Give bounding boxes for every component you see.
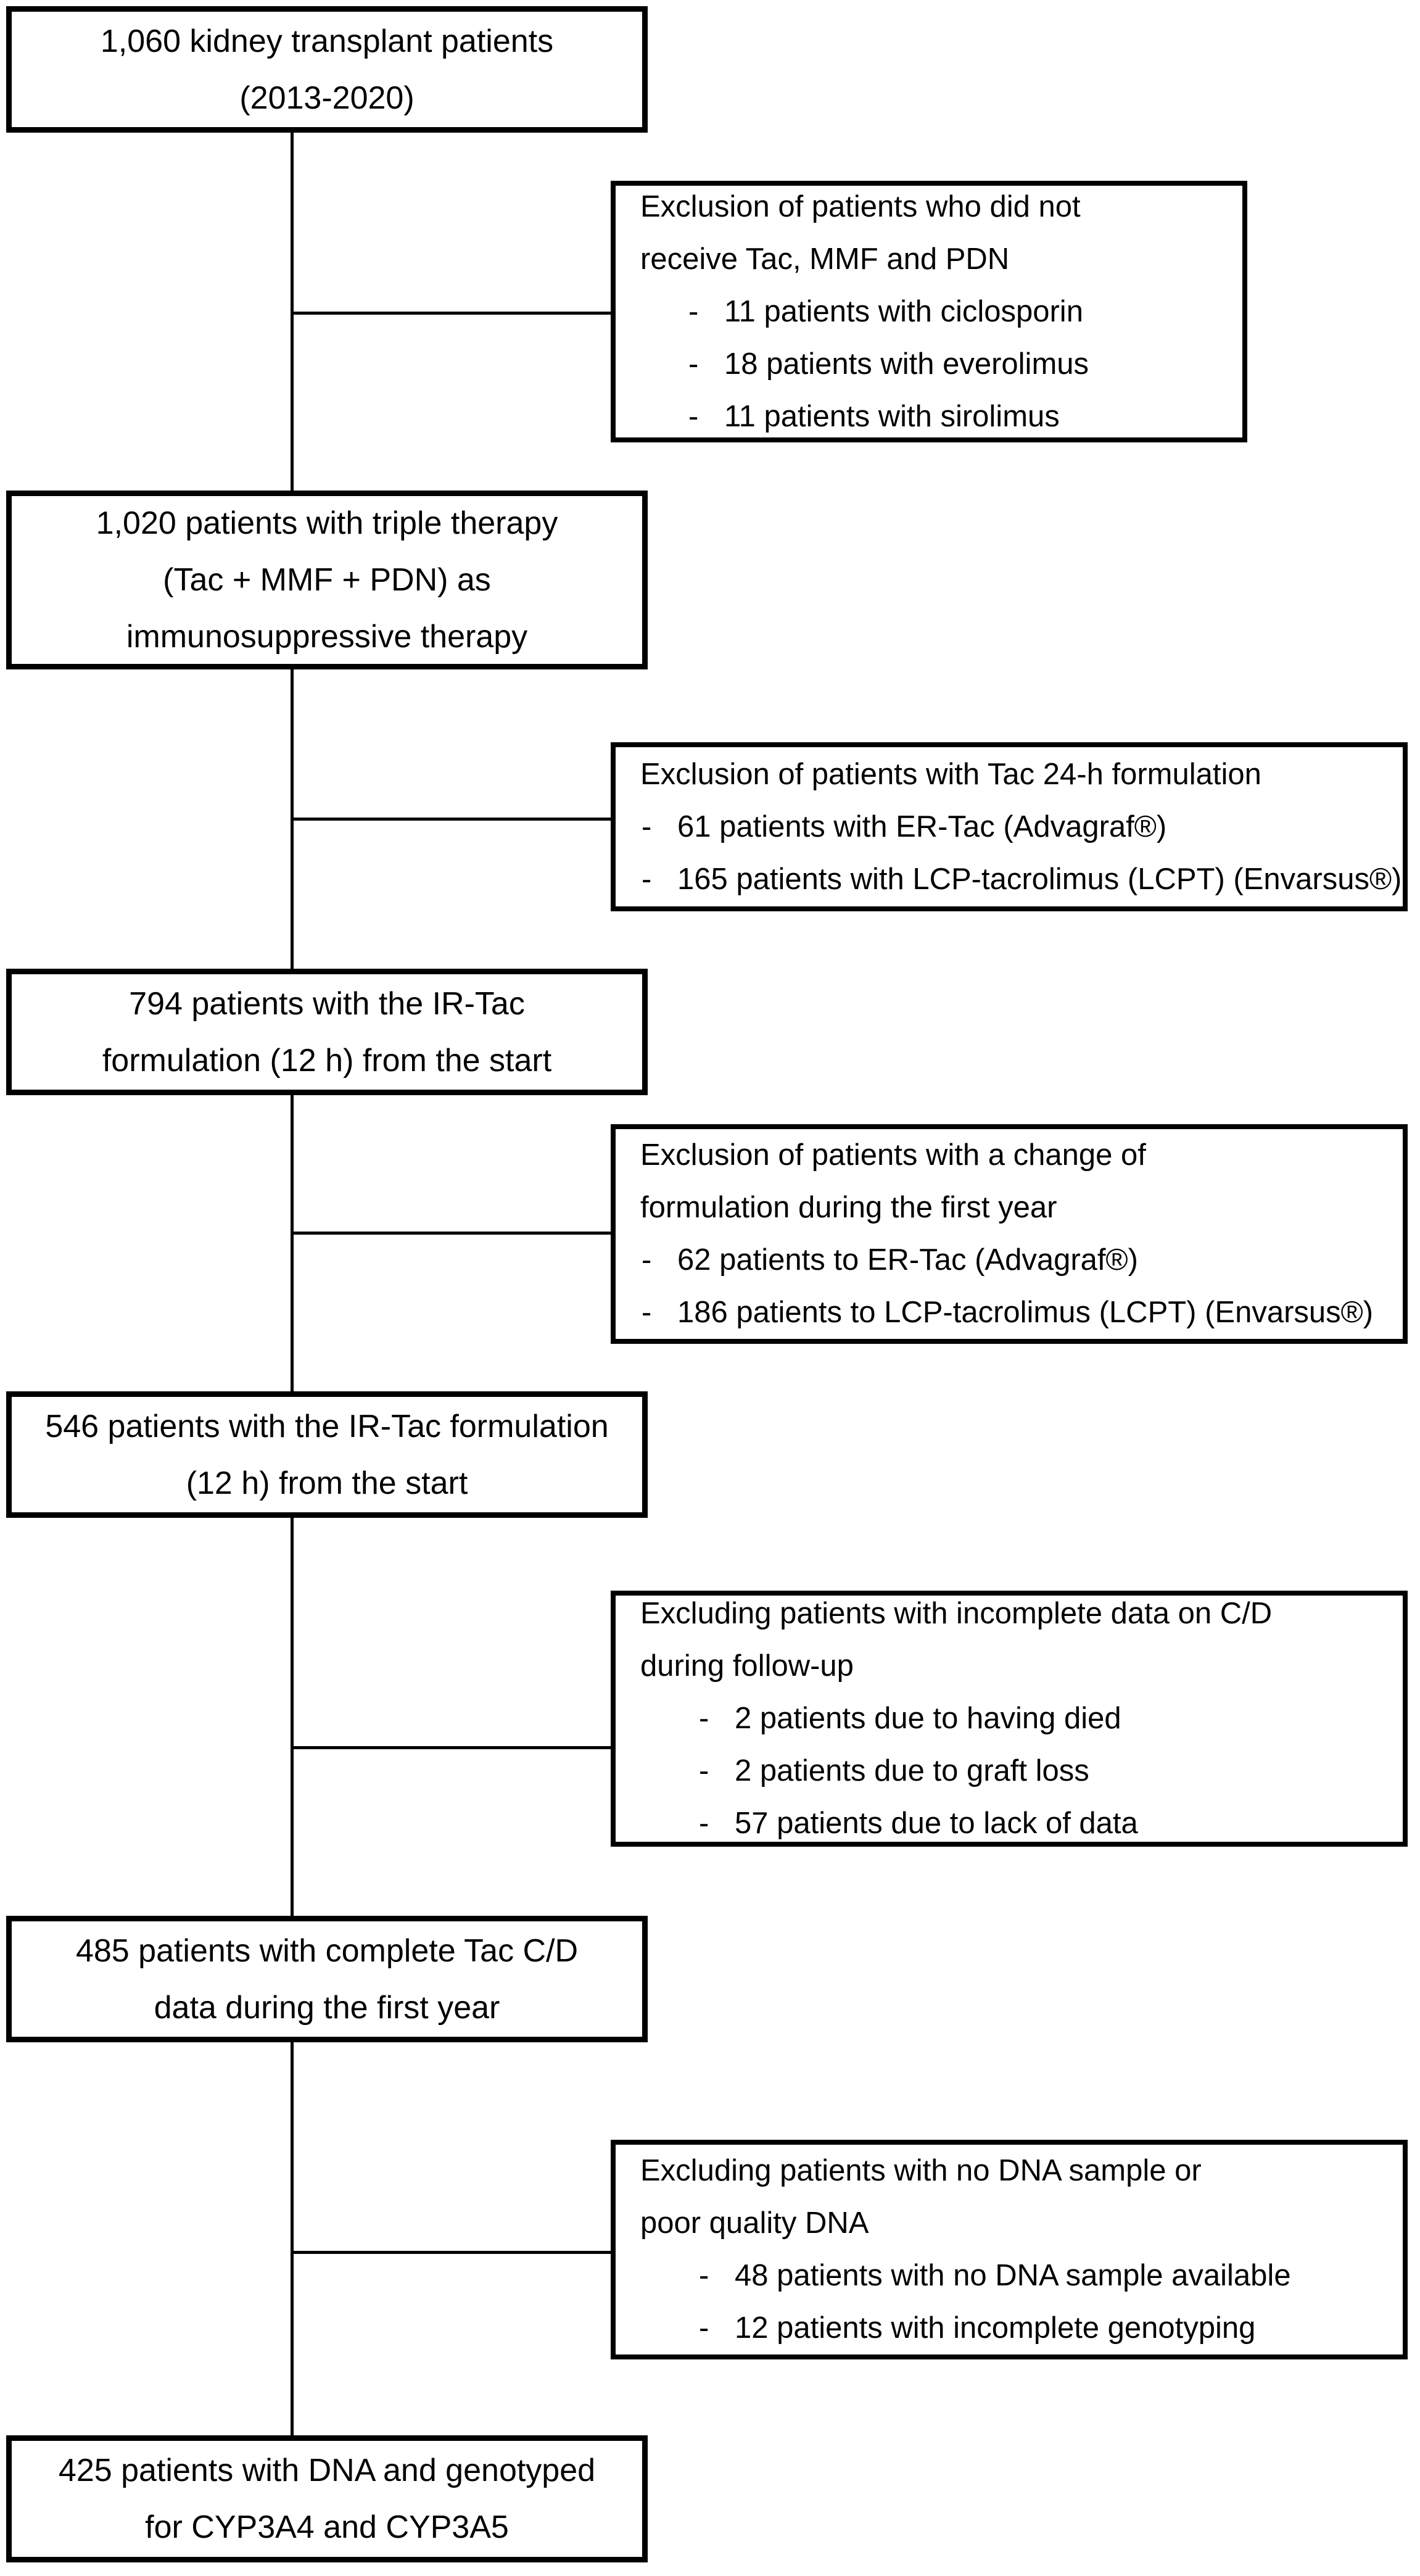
bullet-text: 12 patients with incomplete genotyping: [735, 2311, 1256, 2345]
exclusion-box-no-dna-sample: Excluding patients with no DNA sample or…: [611, 2140, 1408, 2359]
bullet-text: 18 patients with everolimus: [724, 347, 1089, 381]
bullet-dash: -: [642, 1296, 652, 1329]
bullet-dash: -: [688, 294, 699, 328]
bullet-dash: -: [642, 1243, 652, 1277]
box-text-line: receive Tac, MMF and PDN: [640, 242, 1010, 276]
bullet-text: 186 patients to LCP-tacrolimus (LCPT) (E…: [677, 1296, 1374, 1329]
bullet-text: 11 patients with sirolimus: [724, 399, 1060, 433]
bullet-dash: -: [688, 347, 699, 381]
flow-box-794-ir-tac: 794 patients with the IR-Tac formulation…: [6, 969, 648, 1095]
exclusion-box-incomplete-cd-data: Excluding patients with incomplete data …: [611, 1591, 1408, 1847]
box-text-line: 485 patients with complete Tac C/D: [75, 1932, 579, 1969]
exclusion-box-no-tac-mmf-pdn: Exclusion of patients who did not receiv…: [611, 181, 1247, 442]
bullet-item: - 186 patients to LCP-tacrolimus (LCPT) …: [642, 1286, 1403, 1339]
box-text-line: poor quality DNA: [640, 2206, 869, 2240]
box-text-line: formulation (12 h) from the start: [102, 1042, 552, 1079]
bullet-item: - 11 patients with sirolimus: [688, 391, 1242, 443]
bullet-item: - 48 patients with no DNA sample availab…: [699, 2250, 1403, 2302]
bullet-text: 57 patients due to lack of data: [735, 1807, 1138, 1840]
box-text-line: 1,020 patients with triple therapy: [96, 505, 558, 541]
bullet-item: - 18 patients with everolimus: [688, 338, 1242, 391]
box-text-line: (2013-2020): [239, 80, 415, 116]
box-text-line: Excluding patients with incomplete data …: [640, 1597, 1273, 1630]
bullet-item: - 61 patients with ER-Tac (Advagraf®): [642, 801, 1403, 853]
box-text-line: Excluding patients with no DNA sample or: [640, 2154, 1202, 2187]
bullet-text: 165 patients with LCP-tacrolimus (LCPT) …: [677, 862, 1402, 896]
box-text-line: 425 patients with DNA and genotyped: [58, 2453, 596, 2488]
bullet-dash: -: [699, 1702, 709, 1735]
flow-connector-vertical-3: [291, 1093, 294, 1393]
flow-box-1060-kidney-transplant: 1,060 kidney transplant patients (2013-2…: [6, 6, 648, 133]
flow-connector-vertical-4: [291, 1516, 294, 1918]
bullet-item: - 11 patients with ciclosporin: [688, 286, 1242, 338]
bullet-dash: -: [699, 1754, 709, 1787]
flow-connector-branch-2: [292, 818, 612, 821]
box-text-line: 1,060 kidney transplant patients: [100, 23, 554, 59]
bullet-dash: -: [699, 1807, 709, 1840]
bullet-text: 61 patients with ER-Tac (Advagraf®): [677, 810, 1167, 843]
box-text-line: (12 h) from the start: [186, 1465, 468, 1501]
bullet-item: - 2 patients due to graft loss: [699, 1745, 1403, 1797]
flow-connector-vertical-5: [291, 2040, 294, 2437]
box-text-line: (Tac + MMF + PDN) as: [163, 562, 491, 598]
box-text-line: Exclusion of patients with Tac 24-h form…: [640, 757, 1261, 791]
bullet-dash: -: [699, 2259, 709, 2292]
bullet-text: 2 patients due to graft loss: [735, 1754, 1089, 1787]
box-text-line: formulation during the first year: [640, 1191, 1057, 1224]
box-text-line: immunosuppressive therapy: [126, 619, 528, 655]
flow-connector-branch-4: [292, 1746, 612, 1749]
flow-box-546-ir-tac: 546 patients with the IR-Tac formulation…: [6, 1391, 648, 1518]
box-text-line: Exclusion of patients who did not: [640, 189, 1081, 223]
bullet-item: - 12 patients with incomplete genotyping: [699, 2302, 1403, 2354]
bullet-item: - 165 patients with LCP-tacrolimus (LCPT…: [642, 853, 1403, 906]
box-text-line: data during the first year: [154, 1989, 500, 2026]
exclusion-box-tac-24h-formulation: Exclusion of patients with Tac 24-h form…: [611, 742, 1408, 911]
bullet-dash: -: [688, 399, 699, 433]
bullet-dash: -: [642, 862, 652, 896]
box-text-line: 794 patients with the IR-Tac: [129, 985, 525, 1022]
bullet-dash: -: [699, 2311, 709, 2345]
bullet-item: - 57 patients due to lack of data: [699, 1797, 1403, 1850]
flow-box-425-dna-genotyped: 425 patients with DNA and genotyped for …: [6, 2435, 648, 2562]
box-text-line: 546 patients with the IR-Tac formulation: [45, 1408, 609, 1444]
bullet-text: 62 patients to ER-Tac (Advagraf®): [677, 1243, 1138, 1277]
flow-box-1020-triple-therapy: 1,020 patients with triple therapy (Tac …: [6, 491, 648, 669]
bullet-item: - 62 patients to ER-Tac (Advagraf®): [642, 1234, 1403, 1286]
bullet-text: 48 patients with no DNA sample available: [735, 2259, 1291, 2292]
box-text-line: during follow-up: [640, 1649, 854, 1683]
box-text-line: Exclusion of patients with a change of: [640, 1138, 1146, 1172]
bullet-text: 2 patients due to having died: [735, 1702, 1121, 1735]
flow-connector-branch-3: [292, 1232, 612, 1235]
bullet-dash: -: [642, 810, 652, 843]
flow-connector-branch-1: [292, 312, 612, 315]
box-text-line: for CYP3A4 and CYP3A5: [145, 2509, 509, 2545]
bullet-item: - 2 patients due to having died: [699, 1692, 1403, 1745]
bullet-text: 11 patients with ciclosporin: [724, 294, 1083, 328]
flow-box-485-complete-cd: 485 patients with complete Tac C/D data …: [6, 1916, 648, 2042]
flow-connector-branch-5: [292, 2251, 612, 2254]
exclusion-box-formulation-change: Exclusion of patients with a change of f…: [611, 1124, 1408, 1344]
